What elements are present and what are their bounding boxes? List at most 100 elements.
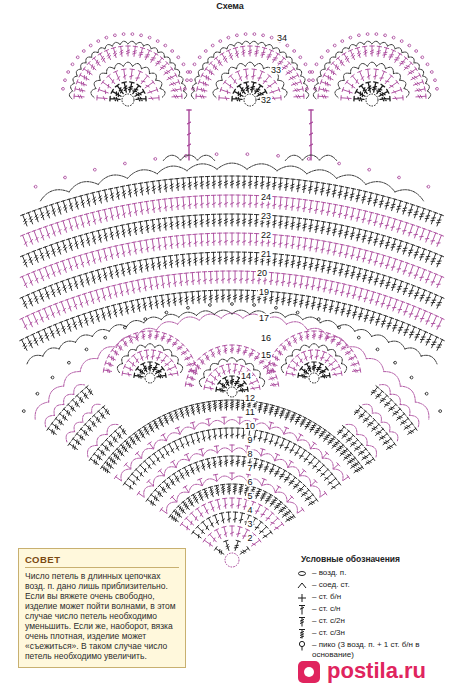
stitch-row [91,62,165,97]
row-number: 23 [260,212,272,221]
stitch-row [74,46,182,98]
stitch-row [123,428,340,489]
row-number: 20 [256,269,268,278]
chain-ring [225,553,239,567]
stitch-symbol [299,606,305,615]
stitch-row [35,313,429,419]
stitch-row [346,424,377,457]
legend-row: – пико (3 возд. п. + 1 ст. б/н в основан… [294,640,452,660]
chain-ring [227,387,237,397]
logo-mark [304,667,314,677]
stitch-row [285,155,336,160]
chain-ring [145,373,155,383]
legend: – возд. п.– соед. ст.– ст. б/н– ст. с/н–… [294,568,452,661]
stitch-row [121,420,343,481]
chain-ring [122,94,134,106]
stitch-row [309,110,313,160]
row-number: 21 [260,250,272,259]
stitch-row [146,456,318,505]
stitch-row [101,400,364,473]
row-number: 2 [246,534,253,543]
legend-row: – ст. с/3н [294,628,452,639]
stitch-row [122,350,178,376]
legend-text: – пико (3 возд. п. + 1 ст. б/н в основан… [312,640,452,660]
advice-box: СОВЕТЧисло петель в длинных цепочках воз… [18,548,186,668]
legend-row: – ст. с/2н [294,616,452,627]
stitch-row [196,46,304,98]
stitch-row [34,153,430,188]
row-number: 10 [244,422,256,431]
row-number: 4 [246,506,253,515]
stitch-row [187,110,191,160]
chain-ring [366,94,378,106]
stitch-row [117,344,182,373]
row-number: 33 [270,66,282,75]
stitch-row [69,41,186,99]
stitch-row [354,82,390,101]
stitch-row [338,426,375,465]
row-number: 17 [258,314,270,323]
stitch-row [380,385,419,427]
legend-symbol [294,580,310,591]
chain-ring [244,94,256,106]
stitch-row [199,358,264,387]
legend-text: – ст. б/н [312,592,341,602]
stitch-row [89,426,126,465]
stitch-row [281,344,346,373]
stitch-row [215,540,250,554]
legend-row: – ст. б/н [294,592,452,603]
stitch-symbol [298,583,306,588]
chart-title: Схема [214,1,246,11]
stitch-row [185,345,278,387]
legend-symbol [294,628,310,639]
chain-symbol [299,572,306,576]
stitch-row [20,252,444,308]
legend-symbol [294,568,310,579]
legend-row: – ст. с/н [294,604,452,615]
box-heading: СОВЕТ [25,554,179,568]
stitch-row [306,33,439,91]
stitch-row [180,498,283,530]
legend-row: – возд. п. [294,568,452,579]
stitch-row [87,424,118,457]
row-number: 24 [260,193,272,202]
row-number: 32 [260,96,272,105]
legend-text: – возд. п. [312,568,346,578]
stitch-row [160,473,304,513]
stitch-row [313,41,430,99]
legend-text: – ст. с/2н [312,616,345,626]
picot-symbol [299,641,304,646]
stitch-row [45,385,84,427]
stitch-row [169,484,295,522]
row-number: 19 [258,288,270,297]
stitch-row [213,62,287,97]
stitch-row [144,448,320,497]
stitch-row [20,271,444,329]
row-number: 14 [240,372,252,381]
stitch-row [62,33,195,91]
row-number: 11 [244,408,255,417]
row-number: 7 [246,464,253,473]
row-number: 15 [260,351,272,360]
stitch-row [20,214,443,267]
stitch-symbol [299,618,305,627]
stitch-row [184,33,317,91]
row-number: 34 [276,34,288,43]
stitch-row [163,155,214,160]
stitch-row [318,46,426,98]
stitch-row [203,526,261,546]
legend-row: – соед. ст. [294,580,452,591]
row-number: 5 [246,492,253,501]
stitch-row [191,41,308,99]
stitch-row [110,82,146,101]
stitch-row [134,362,166,378]
legend-symbol [294,592,310,603]
legend-symbol [294,640,310,651]
stitch-row [204,364,260,390]
stitch-row [286,350,342,376]
stitch-row [21,176,444,226]
stitch-row [298,362,330,378]
stitch-row [103,331,196,373]
legend-text: – соед. ст. [312,580,350,590]
logo-mark [298,661,320,683]
